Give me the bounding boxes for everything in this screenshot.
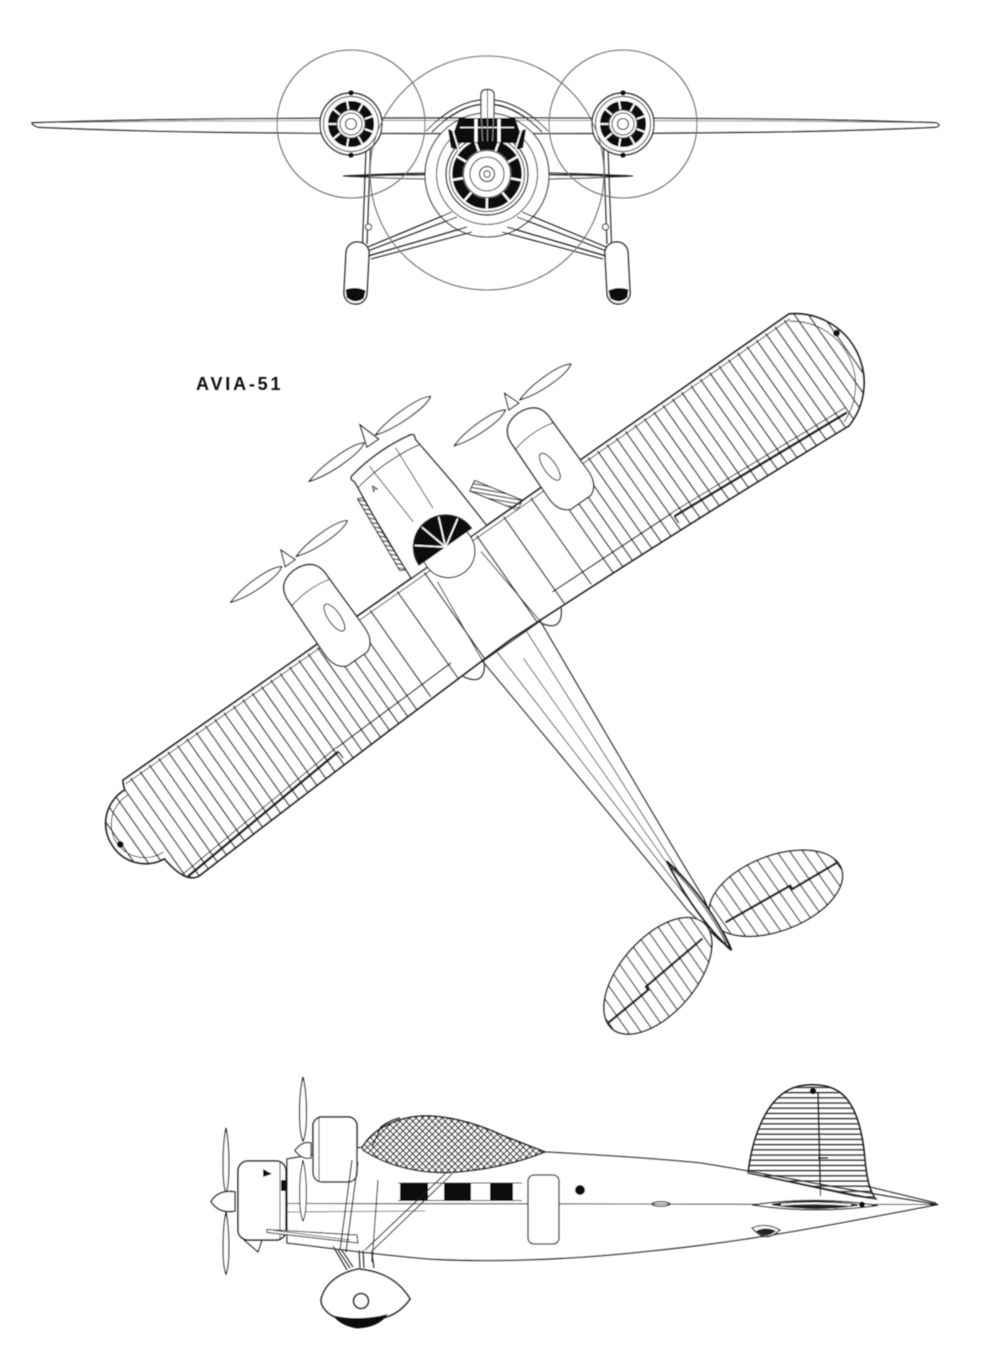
svg-text:A: A	[369, 482, 380, 494]
svg-text:AVIA-51: AVIA-51	[196, 374, 283, 394]
